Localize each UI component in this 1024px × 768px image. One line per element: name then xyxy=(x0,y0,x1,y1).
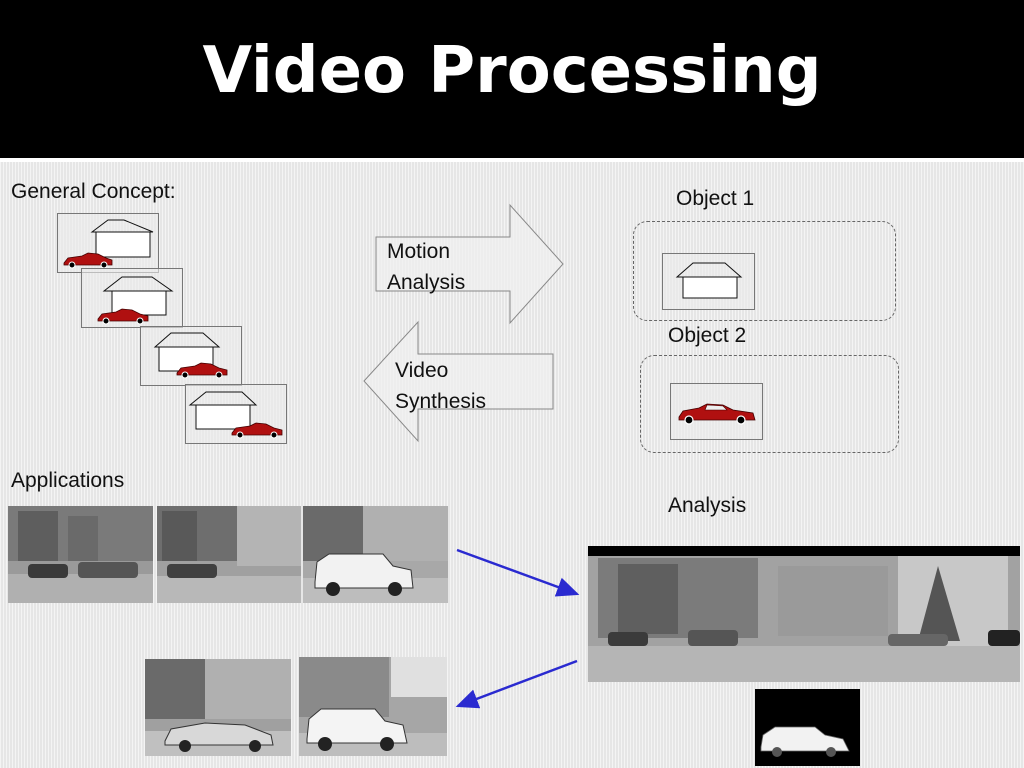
synthesis-photo-2 xyxy=(299,657,447,756)
object2-frame xyxy=(670,383,763,440)
motion-analysis-line2: Analysis xyxy=(387,271,466,294)
red-car-icon xyxy=(231,422,283,439)
extracted-object xyxy=(755,689,860,766)
red-car-icon xyxy=(97,308,149,325)
motion-analysis-line1: Motion xyxy=(387,240,451,263)
object2-label: Object 2 xyxy=(668,324,747,347)
motion-analysis-label: Motion Analysis xyxy=(387,236,465,298)
from-analysis-arrow xyxy=(455,659,578,709)
object1-box xyxy=(633,221,896,321)
concept-frame-2 xyxy=(81,268,183,328)
video-synthesis-line1: Video xyxy=(395,359,449,382)
object1-label: Object 1 xyxy=(676,187,755,210)
concept-frame-4 xyxy=(185,384,287,444)
white-van-icon xyxy=(314,553,414,596)
app-photo-3 xyxy=(303,506,448,603)
slide-title: Video Processing xyxy=(202,34,822,108)
house-icon xyxy=(675,262,743,299)
app-photo-1 xyxy=(8,506,153,603)
white-van-icon xyxy=(760,726,850,757)
to-analysis-arrow xyxy=(456,548,580,597)
analysis-label: Analysis xyxy=(668,494,747,517)
title-bar: Video Processing xyxy=(0,0,1024,162)
house-icon xyxy=(90,219,154,258)
video-synthesis-line2: Synthesis xyxy=(395,390,487,413)
red-car-icon xyxy=(63,252,113,269)
concept-frame-1 xyxy=(57,213,159,273)
red-car-icon xyxy=(176,362,228,379)
red-car-icon xyxy=(678,403,756,425)
object1-frame xyxy=(662,253,755,310)
object2-box xyxy=(640,355,899,453)
app-photo-2 xyxy=(157,506,301,603)
applications-heading: Applications xyxy=(11,469,125,492)
general-concept-heading: General Concept: xyxy=(11,180,176,203)
white-van-icon xyxy=(306,708,408,751)
house-icon xyxy=(188,391,258,430)
video-synthesis-label: Video Synthesis xyxy=(395,355,486,417)
concept-frame-3 xyxy=(140,326,242,386)
panorama-mosaic xyxy=(588,546,1020,682)
synthesis-photo-1 xyxy=(145,659,291,756)
